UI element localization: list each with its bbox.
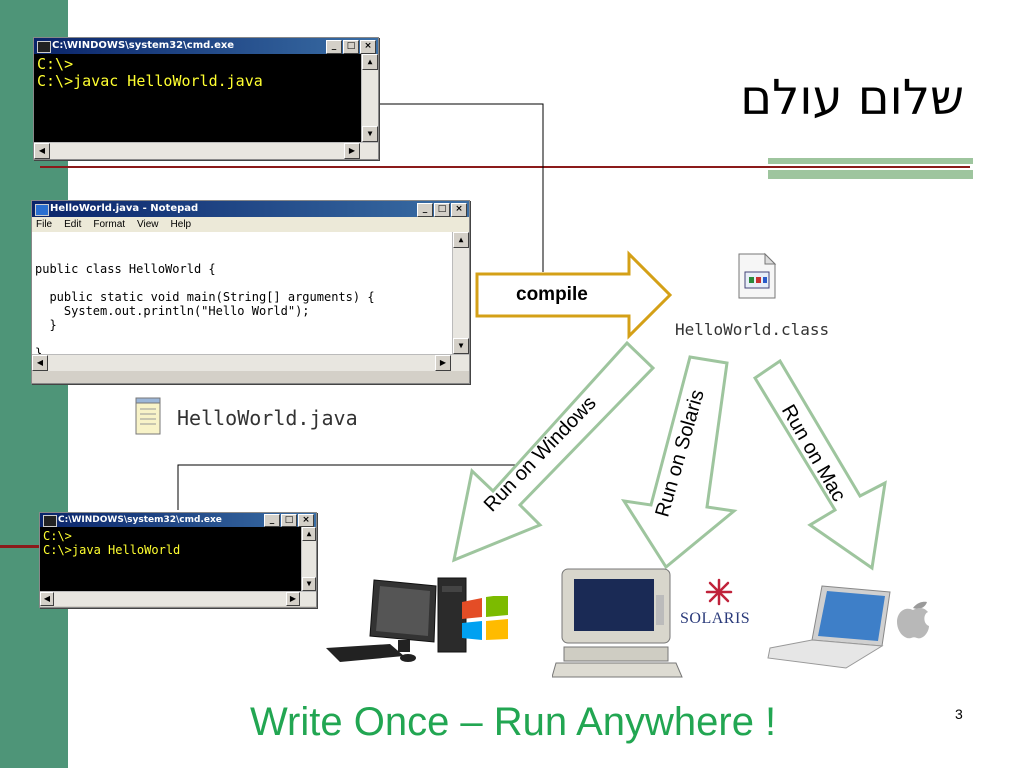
- menu-format[interactable]: Format: [93, 219, 126, 230]
- menu-help[interactable]: Help: [170, 219, 192, 230]
- close-button[interactable]: ×: [451, 203, 467, 217]
- scroll-down-icon[interactable]: ▼: [453, 338, 469, 354]
- scroll-left-icon[interactable]: ◀: [32, 355, 48, 371]
- scroll-up-icon[interactable]: ▲: [302, 527, 316, 541]
- code-editor[interactable]: public class HelloWorld { public static …: [32, 232, 469, 360]
- horizontal-scrollbar[interactable]: ◀ ▶: [40, 591, 316, 606]
- scroll-down-icon[interactable]: ▼: [302, 577, 316, 591]
- window-title-bar[interactable]: HelloWorld.java - Notepad _ □ ×: [32, 201, 469, 217]
- maximize-button[interactable]: □: [343, 40, 359, 54]
- menu-bar: File Edit Format View Help: [32, 217, 469, 232]
- solaris-brand: SOLARIS: [680, 610, 751, 627]
- console-line: C:\>: [37, 55, 74, 73]
- vertical-scrollbar[interactable]: ▲ ▼: [361, 54, 378, 142]
- accent-stripe: [768, 170, 973, 179]
- maximize-button[interactable]: □: [434, 203, 450, 217]
- console-line: C:\>java HelloWorld: [43, 543, 181, 557]
- minimize-button[interactable]: _: [417, 203, 433, 217]
- connector-compile: [370, 103, 544, 272]
- java-file-label: HelloWorld.java: [177, 406, 358, 430]
- menu-view[interactable]: View: [137, 219, 159, 230]
- notepad-file-icon: [135, 397, 161, 435]
- window-title: C:\WINDOWS\system32\cmd.exe: [58, 515, 222, 525]
- source-code: public class HelloWorld { public static …: [35, 262, 375, 360]
- windows-logo-icon: [462, 596, 508, 640]
- vertical-scrollbar[interactable]: ▲ ▼: [301, 527, 316, 591]
- horizontal-scrollbar[interactable]: ◀ ▶: [32, 354, 469, 371]
- class-file-icon: [738, 252, 777, 299]
- run-windows-arrow: [451, 340, 656, 563]
- menu-edit[interactable]: Edit: [64, 219, 82, 230]
- solaris-logo-icon: [705, 578, 733, 606]
- vertical-scrollbar[interactable]: ▲ ▼: [452, 232, 469, 354]
- scroll-up-icon[interactable]: ▲: [453, 232, 469, 248]
- windows-pc-icon: [326, 577, 467, 662]
- run-mac-arrow: [752, 358, 887, 571]
- side-rule: [0, 545, 40, 548]
- maximize-button[interactable]: □: [281, 514, 297, 527]
- cmd-window-run[interactable]: C:\WINDOWS\system32\cmd.exe _ □ × C:\> C…: [39, 512, 317, 608]
- console-output[interactable]: C:\> C:\>javac HelloWorld.java ▲ ▼: [34, 54, 378, 142]
- scroll-right-icon[interactable]: ▶: [344, 143, 360, 159]
- scroll-right-icon[interactable]: ▶: [286, 592, 300, 606]
- apple-logo-icon: [897, 601, 929, 639]
- class-file-label: HelloWorld.class: [675, 320, 830, 339]
- window-title: C:\WINDOWS\system32\cmd.exe: [52, 40, 235, 51]
- page-number: 3: [955, 706, 963, 722]
- window-title-bar[interactable]: C:\WINDOWS\system32\cmd.exe _ □ ×: [40, 513, 316, 527]
- scroll-up-icon[interactable]: ▲: [362, 54, 378, 70]
- cmd-icon: [43, 515, 57, 527]
- close-button[interactable]: ×: [298, 514, 314, 527]
- horizontal-scrollbar[interactable]: ◀ ▶: [34, 142, 378, 159]
- window-title-bar[interactable]: C:\WINDOWS\system32\cmd.exe _ □ ×: [34, 38, 378, 54]
- scroll-left-icon[interactable]: ◀: [34, 143, 50, 159]
- scroll-down-icon[interactable]: ▼: [362, 126, 378, 142]
- console-line: C:\>javac HelloWorld.java: [37, 72, 263, 90]
- compile-arrow: [475, 250, 673, 340]
- close-button[interactable]: ×: [360, 40, 376, 54]
- tagline: Write Once – Run Anywhere !: [250, 700, 777, 744]
- cmd-icon: [37, 41, 51, 53]
- run-solaris-arrow: [620, 355, 738, 570]
- slide-title: שלום עולם: [740, 70, 964, 126]
- accent-stripe: [768, 158, 973, 164]
- menu-file[interactable]: File: [36, 219, 53, 230]
- scroll-right-icon[interactable]: ▶: [435, 355, 451, 371]
- connector-run: [177, 464, 540, 510]
- console-output[interactable]: C:\> C:\>java HelloWorld ▲ ▼: [40, 527, 316, 591]
- title-rule: [40, 166, 970, 168]
- mac-laptop-icon: [767, 585, 891, 669]
- notepad-icon: [35, 204, 49, 216]
- notepad-window[interactable]: HelloWorld.java - Notepad _ □ × File Edi…: [31, 200, 470, 384]
- solaris-pc-icon: [552, 568, 683, 678]
- minimize-button[interactable]: _: [264, 514, 280, 527]
- cmd-window-compile[interactable]: C:\WINDOWS\system32\cmd.exe _ □ × C:\> C…: [33, 37, 379, 160]
- compile-label: compile: [516, 284, 588, 305]
- console-line: C:\>: [43, 529, 72, 543]
- minimize-button[interactable]: _: [326, 40, 342, 54]
- scroll-left-icon[interactable]: ◀: [40, 592, 54, 606]
- window-title: HelloWorld.java - Notepad: [50, 203, 199, 214]
